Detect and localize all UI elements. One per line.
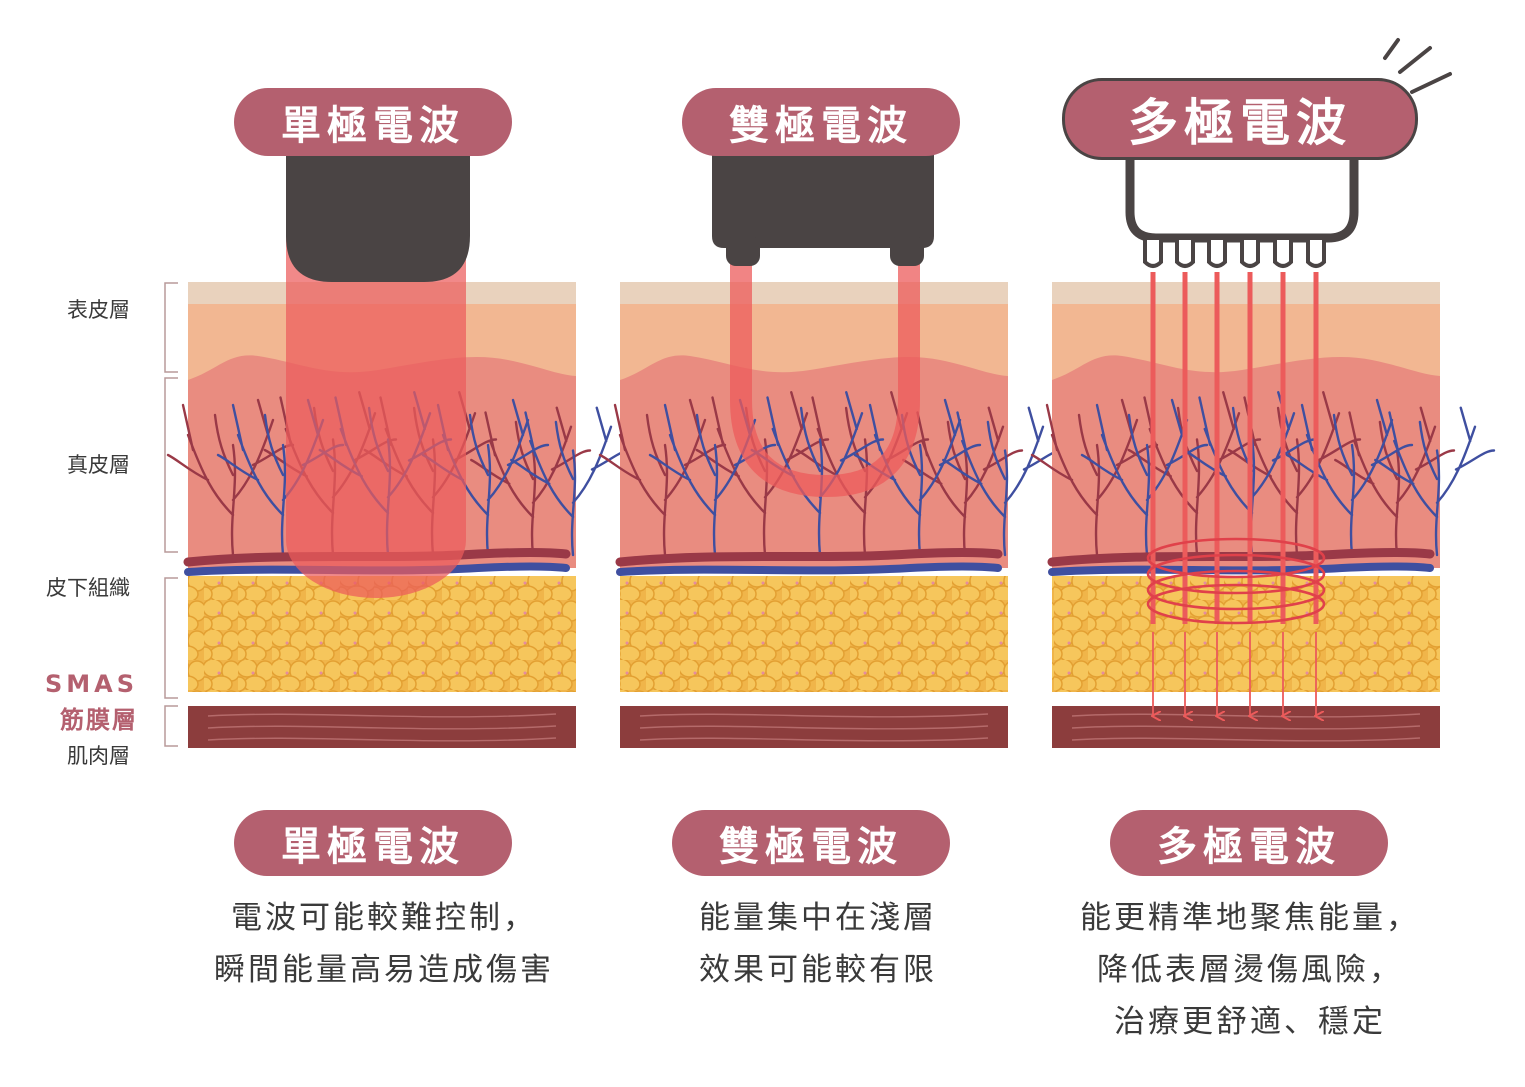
muscle-fiber: [639, 725, 989, 730]
focus-ring: [1146, 569, 1326, 611]
artery-band: [615, 548, 1003, 567]
label-dermis: 真皮層: [67, 453, 130, 477]
label-muscle: 肌肉層: [67, 744, 130, 768]
panel-1-subtitle: 單極電波: [234, 810, 512, 876]
muscle-fiber: [1071, 725, 1421, 730]
skin-panel-2: [598, 282, 1064, 748]
multipolar-electrode: [1306, 240, 1326, 268]
panel-1-description: 電波可能較難控制， 瞬間能量高易造成傷害: [164, 892, 604, 996]
skin-panels: [166, 38, 1496, 748]
multipolar-device: [1125, 158, 1359, 716]
epidermis-top: [620, 282, 1008, 304]
muscle-fiber: [207, 713, 557, 718]
panel-3-desc-line-2: 降低表層燙傷風險，: [1097, 952, 1403, 988]
fat-layer: [620, 576, 1008, 692]
panel-1-desc-line-2: 瞬間能量高易造成傷害: [214, 952, 554, 988]
bipolar-electrode-left: [726, 236, 760, 266]
panel-3-title: 多極電波: [1062, 78, 1418, 160]
multipolar-electrode: [1143, 240, 1163, 268]
muscle-fiber: [1071, 713, 1421, 718]
multipolar-electrode: [1240, 240, 1260, 268]
panel-3-description: 能更精準地聚焦能量， 降低表層燙傷風險， 治療更舒適、穩定: [1030, 892, 1470, 1048]
panel-2-title: 雙極電波: [682, 88, 960, 156]
skin-panel-3: [1030, 282, 1496, 748]
blood-vessels: [1030, 391, 1496, 557]
muscle-fiber: [639, 737, 989, 742]
panel-2-subtitle: 雙極電波: [672, 810, 950, 876]
label-subcutaneous: 皮下組織: [46, 576, 130, 600]
multipolar-electrode: [1207, 240, 1227, 268]
artery-band: [1047, 548, 1435, 567]
label-epidermis: 表皮層: [67, 298, 130, 322]
muscle-fiber: [1071, 737, 1421, 742]
panel-3-desc-line-1: 能更精準地聚焦能量，: [1080, 900, 1420, 936]
panel-2-desc-line-2: 效果可能較有限: [699, 952, 937, 988]
bipolar-electrode-right: [890, 236, 924, 266]
emphasis-marks: [1383, 38, 1452, 94]
epidermis-top: [1052, 282, 1440, 304]
label-smas: SMAS: [44, 670, 138, 698]
monopolar-device: [286, 148, 470, 598]
layer-brackets: [164, 282, 178, 747]
multipolar-electrode: [1273, 240, 1293, 268]
fat-layer: [1052, 576, 1440, 692]
bipolar-probe: [712, 154, 934, 248]
muscle-fiber: [639, 713, 989, 718]
panel-1-desc-line-1: 電波可能較難控制，: [231, 900, 537, 936]
panel-2-description: 能量集中在淺層 效果可能較有限: [598, 892, 1038, 996]
panel-1-title: 單極電波: [234, 88, 512, 156]
panel-3-desc-line-3: 治療更舒適、穩定: [1114, 1004, 1386, 1040]
label-fascia: 筋膜層: [60, 706, 138, 734]
bipolar-energy-loop: [730, 262, 920, 498]
panel-3-subtitle: 多極電波: [1110, 810, 1388, 876]
monopolar-probe: [286, 148, 470, 282]
muscle-fiber: [207, 737, 557, 742]
bipolar-device: [712, 154, 934, 498]
focus-ring: [1146, 553, 1326, 595]
focus-ring: [1146, 583, 1326, 625]
muscle-fiber: [207, 725, 557, 730]
vein-band: [1048, 562, 1434, 576]
multipolar-probe: [1125, 158, 1359, 243]
panel-2-desc-line-1: 能量集中在淺層: [699, 900, 937, 936]
multipolar-electrode: [1175, 240, 1195, 268]
focus-ring: [1146, 537, 1326, 579]
vein-band: [616, 562, 1002, 576]
